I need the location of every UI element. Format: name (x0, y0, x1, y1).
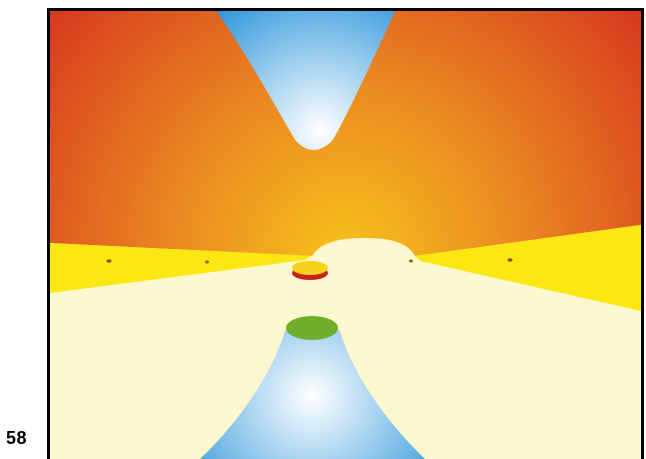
yellow-band-right (415, 225, 641, 311)
upper-dome-region (50, 11, 641, 256)
upper-probe-tip (216, 11, 395, 150)
band-dot (106, 259, 112, 263)
yellow-band-left (50, 243, 312, 293)
lower-probe-tip (200, 323, 425, 459)
figure-frame (47, 8, 644, 459)
band-dot (507, 258, 513, 262)
band-dot (409, 259, 413, 263)
upper-disk (292, 261, 328, 275)
band-dot (205, 260, 209, 264)
page-number: 58 (6, 428, 28, 448)
probe-sample-diagram (50, 11, 641, 459)
lower-disk (286, 316, 338, 340)
